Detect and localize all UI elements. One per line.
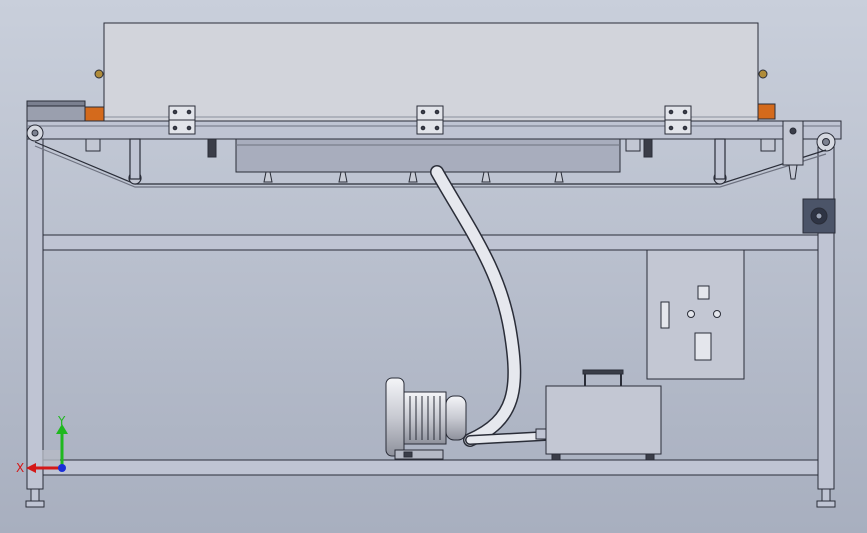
coordinate-triad-icon: Y X	[16, 414, 68, 475]
hinge-center	[416, 105, 444, 135]
bottom-crossbar	[42, 459, 819, 476]
regenerative-blower-icon[interactable]	[385, 377, 467, 460]
right-leg	[817, 138, 835, 490]
air-hose-icon	[430, 165, 550, 447]
left-fitting	[94, 69, 104, 79]
right-orange-block	[757, 103, 776, 120]
conveyor-belt	[34, 138, 827, 188]
machine-housing	[94, 22, 768, 122]
left-leg	[26, 138, 44, 490]
y-axis-label: Y	[57, 414, 66, 428]
right-foot-pad	[816, 500, 836, 508]
power-supply-box-icon[interactable]	[535, 369, 662, 461]
vacuum-chamber	[235, 138, 621, 183]
left-orange-block	[84, 106, 105, 122]
left-foot-pad	[25, 500, 45, 508]
left-foot-rod	[30, 488, 40, 502]
hinge-right	[664, 105, 692, 135]
right-bolt	[643, 138, 653, 158]
support-frame	[25, 120, 842, 508]
hinge-plates	[168, 105, 692, 135]
electrical-control-box-icon[interactable]	[646, 249, 745, 380]
inlet-shelf-top	[26, 100, 86, 107]
hinge-left	[168, 105, 196, 135]
x-axis-label: X	[16, 461, 24, 475]
middle-crossbar	[42, 234, 819, 251]
right-foot-rod	[821, 488, 831, 502]
left-bolt	[207, 138, 217, 158]
right-fitting	[758, 69, 768, 79]
